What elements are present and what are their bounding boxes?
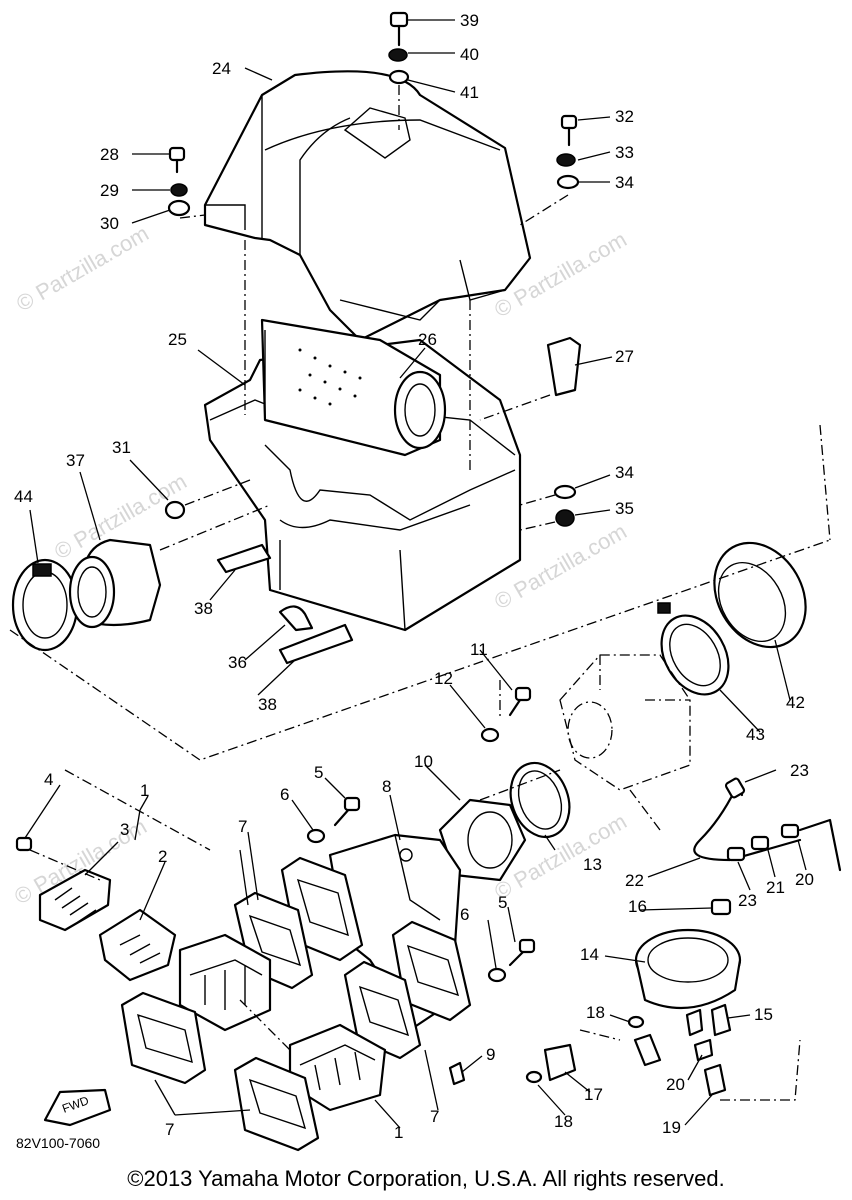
callout-34-lower: 34 <box>615 463 634 482</box>
callout-8: 8 <box>382 777 391 796</box>
copyright-notice: ©2013 Yamaha Motor Corporation, U.S.A. A… <box>127 1166 724 1191</box>
callout-17: 17 <box>584 1085 603 1104</box>
callout-6-right: 6 <box>460 905 469 924</box>
carb-joint-and-clamp <box>438 686 571 882</box>
callout-40: 40 <box>460 45 479 64</box>
callout-16: 16 <box>628 897 647 916</box>
callout-21: 21 <box>766 878 785 897</box>
fwd-arrow: FWD <box>43 1088 112 1127</box>
callout-39: 39 <box>460 11 479 30</box>
air-box-cover <box>203 70 532 342</box>
callout-20: 20 <box>795 870 814 889</box>
callout-1-lower: 1 <box>394 1123 403 1142</box>
callout-4: 4 <box>44 770 53 789</box>
callout-7-right: 7 <box>430 1107 439 1126</box>
callout-37: 37 <box>66 451 85 470</box>
callout-18-lower: 18 <box>554 1112 573 1131</box>
callout-5-right: 5 <box>498 893 507 912</box>
callout-labels: 39 40 41 24 28 29 30 32 33 34 25 26 27 3… <box>14 11 814 1142</box>
callout-12: 12 <box>434 669 453 688</box>
callout-33: 33 <box>615 143 634 162</box>
callout-23: 23 <box>790 761 809 780</box>
fasteners-top <box>164 11 580 527</box>
callout-2: 2 <box>158 847 167 866</box>
gaskets-right <box>233 856 472 1060</box>
callout-15: 15 <box>754 1005 773 1024</box>
callout-44: 44 <box>14 487 33 506</box>
callout-43: 43 <box>746 725 765 744</box>
callout-3: 3 <box>120 820 129 839</box>
part-38-pad-lower <box>278 623 354 665</box>
bolts-lower <box>306 796 536 1086</box>
callout-19: 19 <box>662 1118 681 1137</box>
part-36-clip <box>278 605 314 632</box>
callout-9: 9 <box>486 1045 495 1064</box>
carburetor-outline <box>559 654 691 791</box>
reed-valve-assemblies <box>15 836 387 1152</box>
callout-20-lower: 20 <box>666 1075 685 1094</box>
fuel-hoses <box>525 777 842 1101</box>
callout-26: 26 <box>418 330 437 349</box>
diagram-code: 82V100-7060 <box>16 1135 100 1151</box>
callout-38-lower: 38 <box>258 695 277 714</box>
callout-7-bottom: 7 <box>165 1120 174 1139</box>
callout-41: 41 <box>460 83 479 102</box>
part-27-bracket <box>546 336 582 397</box>
callout-13: 13 <box>583 855 602 874</box>
fuel-pump <box>634 898 742 1037</box>
callout-6: 6 <box>280 785 289 804</box>
leader-lines <box>24 19 807 1129</box>
callout-25: 25 <box>168 330 187 349</box>
callout-5: 5 <box>314 763 323 782</box>
adapter-and-clamp <box>657 541 807 696</box>
callout-34: 34 <box>615 173 634 192</box>
center-lines <box>9 85 831 1051</box>
callout-29: 29 <box>100 181 119 200</box>
callout-30: 30 <box>100 214 119 233</box>
watermark-left: © Partzilla.com <box>12 221 153 317</box>
callout-27: 27 <box>615 347 634 366</box>
air-box-body <box>203 318 522 632</box>
inlet-duct-and-clamp <box>11 538 162 652</box>
callout-42: 42 <box>786 693 805 712</box>
callout-14: 14 <box>580 945 599 964</box>
callout-38-upper: 38 <box>194 599 213 618</box>
callout-7-top: 7 <box>238 817 247 836</box>
callout-10: 10 <box>414 752 433 771</box>
callout-1: 1 <box>140 781 149 800</box>
callout-35: 35 <box>615 499 634 518</box>
filter-perforations <box>298 348 362 406</box>
callout-32: 32 <box>615 107 634 126</box>
callout-23-lower: 23 <box>738 891 757 910</box>
callout-22: 22 <box>625 871 644 890</box>
callout-31: 31 <box>112 438 131 457</box>
callout-28: 28 <box>100 145 119 164</box>
callout-11: 11 <box>470 640 488 659</box>
callout-24: 24 <box>212 59 231 78</box>
part-38-pad-upper <box>216 543 272 574</box>
callout-36: 36 <box>228 653 247 672</box>
callout-18-upper: 18 <box>586 1003 605 1022</box>
